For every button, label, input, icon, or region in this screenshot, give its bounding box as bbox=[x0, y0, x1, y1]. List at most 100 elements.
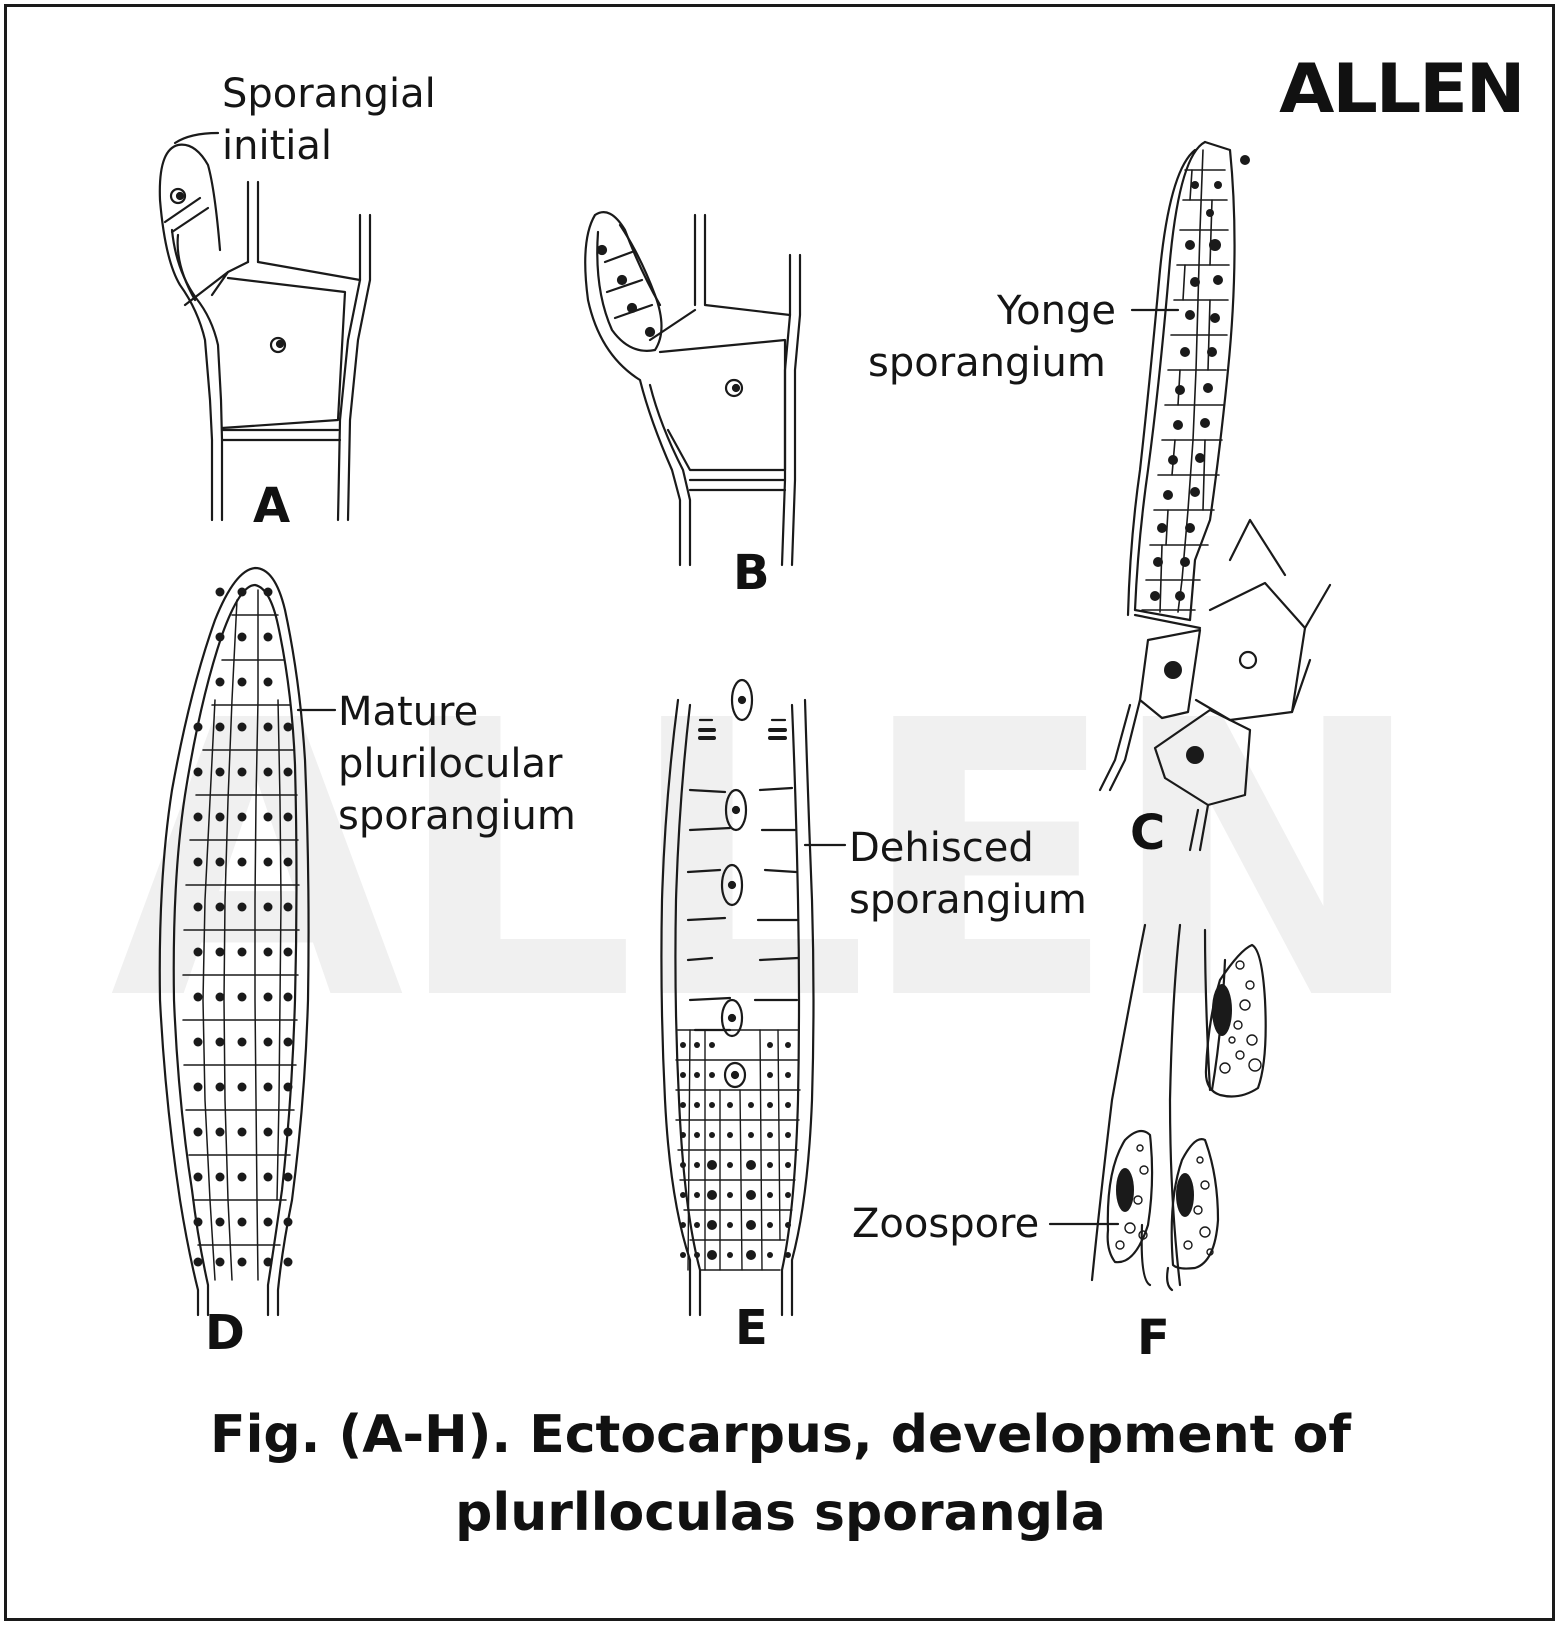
nucleus-dot bbox=[215, 1172, 225, 1182]
caption-line-1: Fig. (A-H). Ectocarpus, development of bbox=[210, 1405, 1351, 1465]
nucleus-dot bbox=[263, 632, 273, 642]
nucleus-dot bbox=[283, 812, 293, 822]
nucleus-dot bbox=[263, 902, 273, 912]
nucleus-dot bbox=[767, 1102, 773, 1108]
panel-label-b: B bbox=[733, 545, 770, 601]
nucleus-dot bbox=[680, 1222, 686, 1228]
nucleus-dot bbox=[680, 1102, 686, 1108]
nucleus-dot bbox=[237, 947, 247, 957]
panel-b-drawing bbox=[584, 211, 802, 567]
nucleus-dot bbox=[680, 1132, 686, 1138]
nucleus-dot bbox=[237, 857, 247, 867]
nucleus-dot bbox=[707, 1220, 717, 1230]
nucleus-dot bbox=[237, 1172, 247, 1182]
nucleus-dot bbox=[215, 1082, 225, 1092]
nucleus-dot bbox=[785, 1132, 791, 1138]
nucleus-dot bbox=[785, 1072, 791, 1078]
nucleus-dot bbox=[193, 722, 203, 732]
nucleus-dot bbox=[283, 1127, 293, 1137]
nucleus-dot bbox=[263, 587, 273, 597]
nucleus-dot bbox=[215, 632, 225, 642]
nucleus-dot bbox=[283, 722, 293, 732]
nucleus-dot bbox=[263, 1082, 273, 1092]
nucleus-dot bbox=[709, 1072, 715, 1078]
nucleus-dot bbox=[237, 1037, 247, 1047]
nucleus-dot bbox=[283, 1037, 293, 1047]
nucleus-dot bbox=[237, 1217, 247, 1227]
nucleus-dot bbox=[767, 1192, 773, 1198]
nucleus-dot bbox=[237, 632, 247, 642]
nucleus-dot bbox=[746, 1160, 756, 1170]
nucleus-dot bbox=[215, 1217, 225, 1227]
nucleus-dot bbox=[263, 1217, 273, 1227]
panel-a-drawing bbox=[158, 143, 372, 522]
panel-f-drawing bbox=[1090, 923, 1267, 1292]
nucleus-dot bbox=[237, 1082, 247, 1092]
nucleus-dot bbox=[727, 1222, 733, 1228]
nucleus-dot bbox=[694, 1072, 700, 1078]
label-yonge-sporangium: sporangium bbox=[868, 340, 1106, 386]
nucleus-dot bbox=[263, 1172, 273, 1182]
panel-d-drawing bbox=[158, 566, 310, 1317]
nucleus-dot bbox=[193, 947, 203, 957]
nucleus-dot bbox=[707, 1160, 717, 1170]
panel-d-nuclei bbox=[193, 587, 293, 1267]
panel-label-c: C bbox=[1130, 805, 1166, 861]
nucleus-dot bbox=[694, 1042, 700, 1048]
nucleus-dot bbox=[748, 1132, 754, 1138]
nucleus-dot bbox=[746, 1190, 756, 1200]
label-plurilocular: plurilocular bbox=[338, 741, 563, 787]
nucleus-dot bbox=[767, 1042, 773, 1048]
nucleus-dot bbox=[785, 1252, 791, 1258]
nucleus-dot bbox=[263, 992, 273, 1002]
nucleus-dot bbox=[707, 1190, 717, 1200]
nucleus-dot bbox=[748, 1102, 754, 1108]
label-yonge: Yonge bbox=[997, 288, 1116, 334]
nucleus-dot bbox=[193, 1172, 203, 1182]
frame-border bbox=[4, 4, 1555, 1621]
panel-e-drawing bbox=[660, 678, 815, 1317]
nucleus-dot bbox=[215, 812, 225, 822]
nucleus-dot bbox=[263, 677, 273, 687]
panel-c-drawing bbox=[1098, 140, 1332, 852]
nucleus-dot bbox=[767, 1252, 773, 1258]
nucleus-dot bbox=[785, 1222, 791, 1228]
nucleus-dot bbox=[237, 902, 247, 912]
nucleus-dot bbox=[727, 1192, 733, 1198]
nucleus-dot bbox=[193, 902, 203, 912]
label-mature-sporangium: sporangium bbox=[338, 793, 576, 839]
nucleus-dot bbox=[694, 1162, 700, 1168]
nucleus-dot bbox=[215, 902, 225, 912]
nucleus-dot bbox=[263, 812, 273, 822]
nucleus-dot bbox=[215, 1257, 225, 1267]
panel-label-d: D bbox=[205, 1305, 245, 1361]
nucleus-dot bbox=[263, 767, 273, 777]
panel-e-cell-grid bbox=[675, 1029, 801, 1271]
nucleus-dot bbox=[263, 1127, 273, 1137]
nucleus-dot bbox=[767, 1222, 773, 1228]
label-sporangial: Sporangial bbox=[222, 71, 436, 117]
nucleus-dot bbox=[215, 992, 225, 1002]
nucleus-dot bbox=[694, 1102, 700, 1108]
panel-e-nuclei bbox=[680, 1042, 791, 1260]
nucleus-dot bbox=[237, 992, 247, 1002]
nucleus-dot bbox=[767, 1072, 773, 1078]
nucleus-dot bbox=[785, 1102, 791, 1108]
label-mature: Mature bbox=[338, 689, 479, 735]
nucleus-dot bbox=[215, 857, 225, 867]
label-dehisced-sporangium: sporangium bbox=[849, 877, 1087, 923]
panel-d-cell-grid bbox=[182, 589, 300, 1281]
label-dehisced: Dehisced bbox=[849, 825, 1034, 871]
allen-logo: ALLEN bbox=[1279, 50, 1525, 129]
nucleus-dot bbox=[193, 1127, 203, 1137]
panel-c-cell-grid bbox=[1141, 149, 1230, 613]
panel-label-f: F bbox=[1137, 1310, 1170, 1366]
nucleus-dot bbox=[215, 587, 225, 597]
label-zoospore: Zoospore bbox=[852, 1201, 1040, 1247]
nucleus-dot bbox=[767, 1162, 773, 1168]
nucleus-dot bbox=[709, 1132, 715, 1138]
nucleus-dot bbox=[727, 1132, 733, 1138]
nucleus-dot bbox=[709, 1042, 715, 1048]
